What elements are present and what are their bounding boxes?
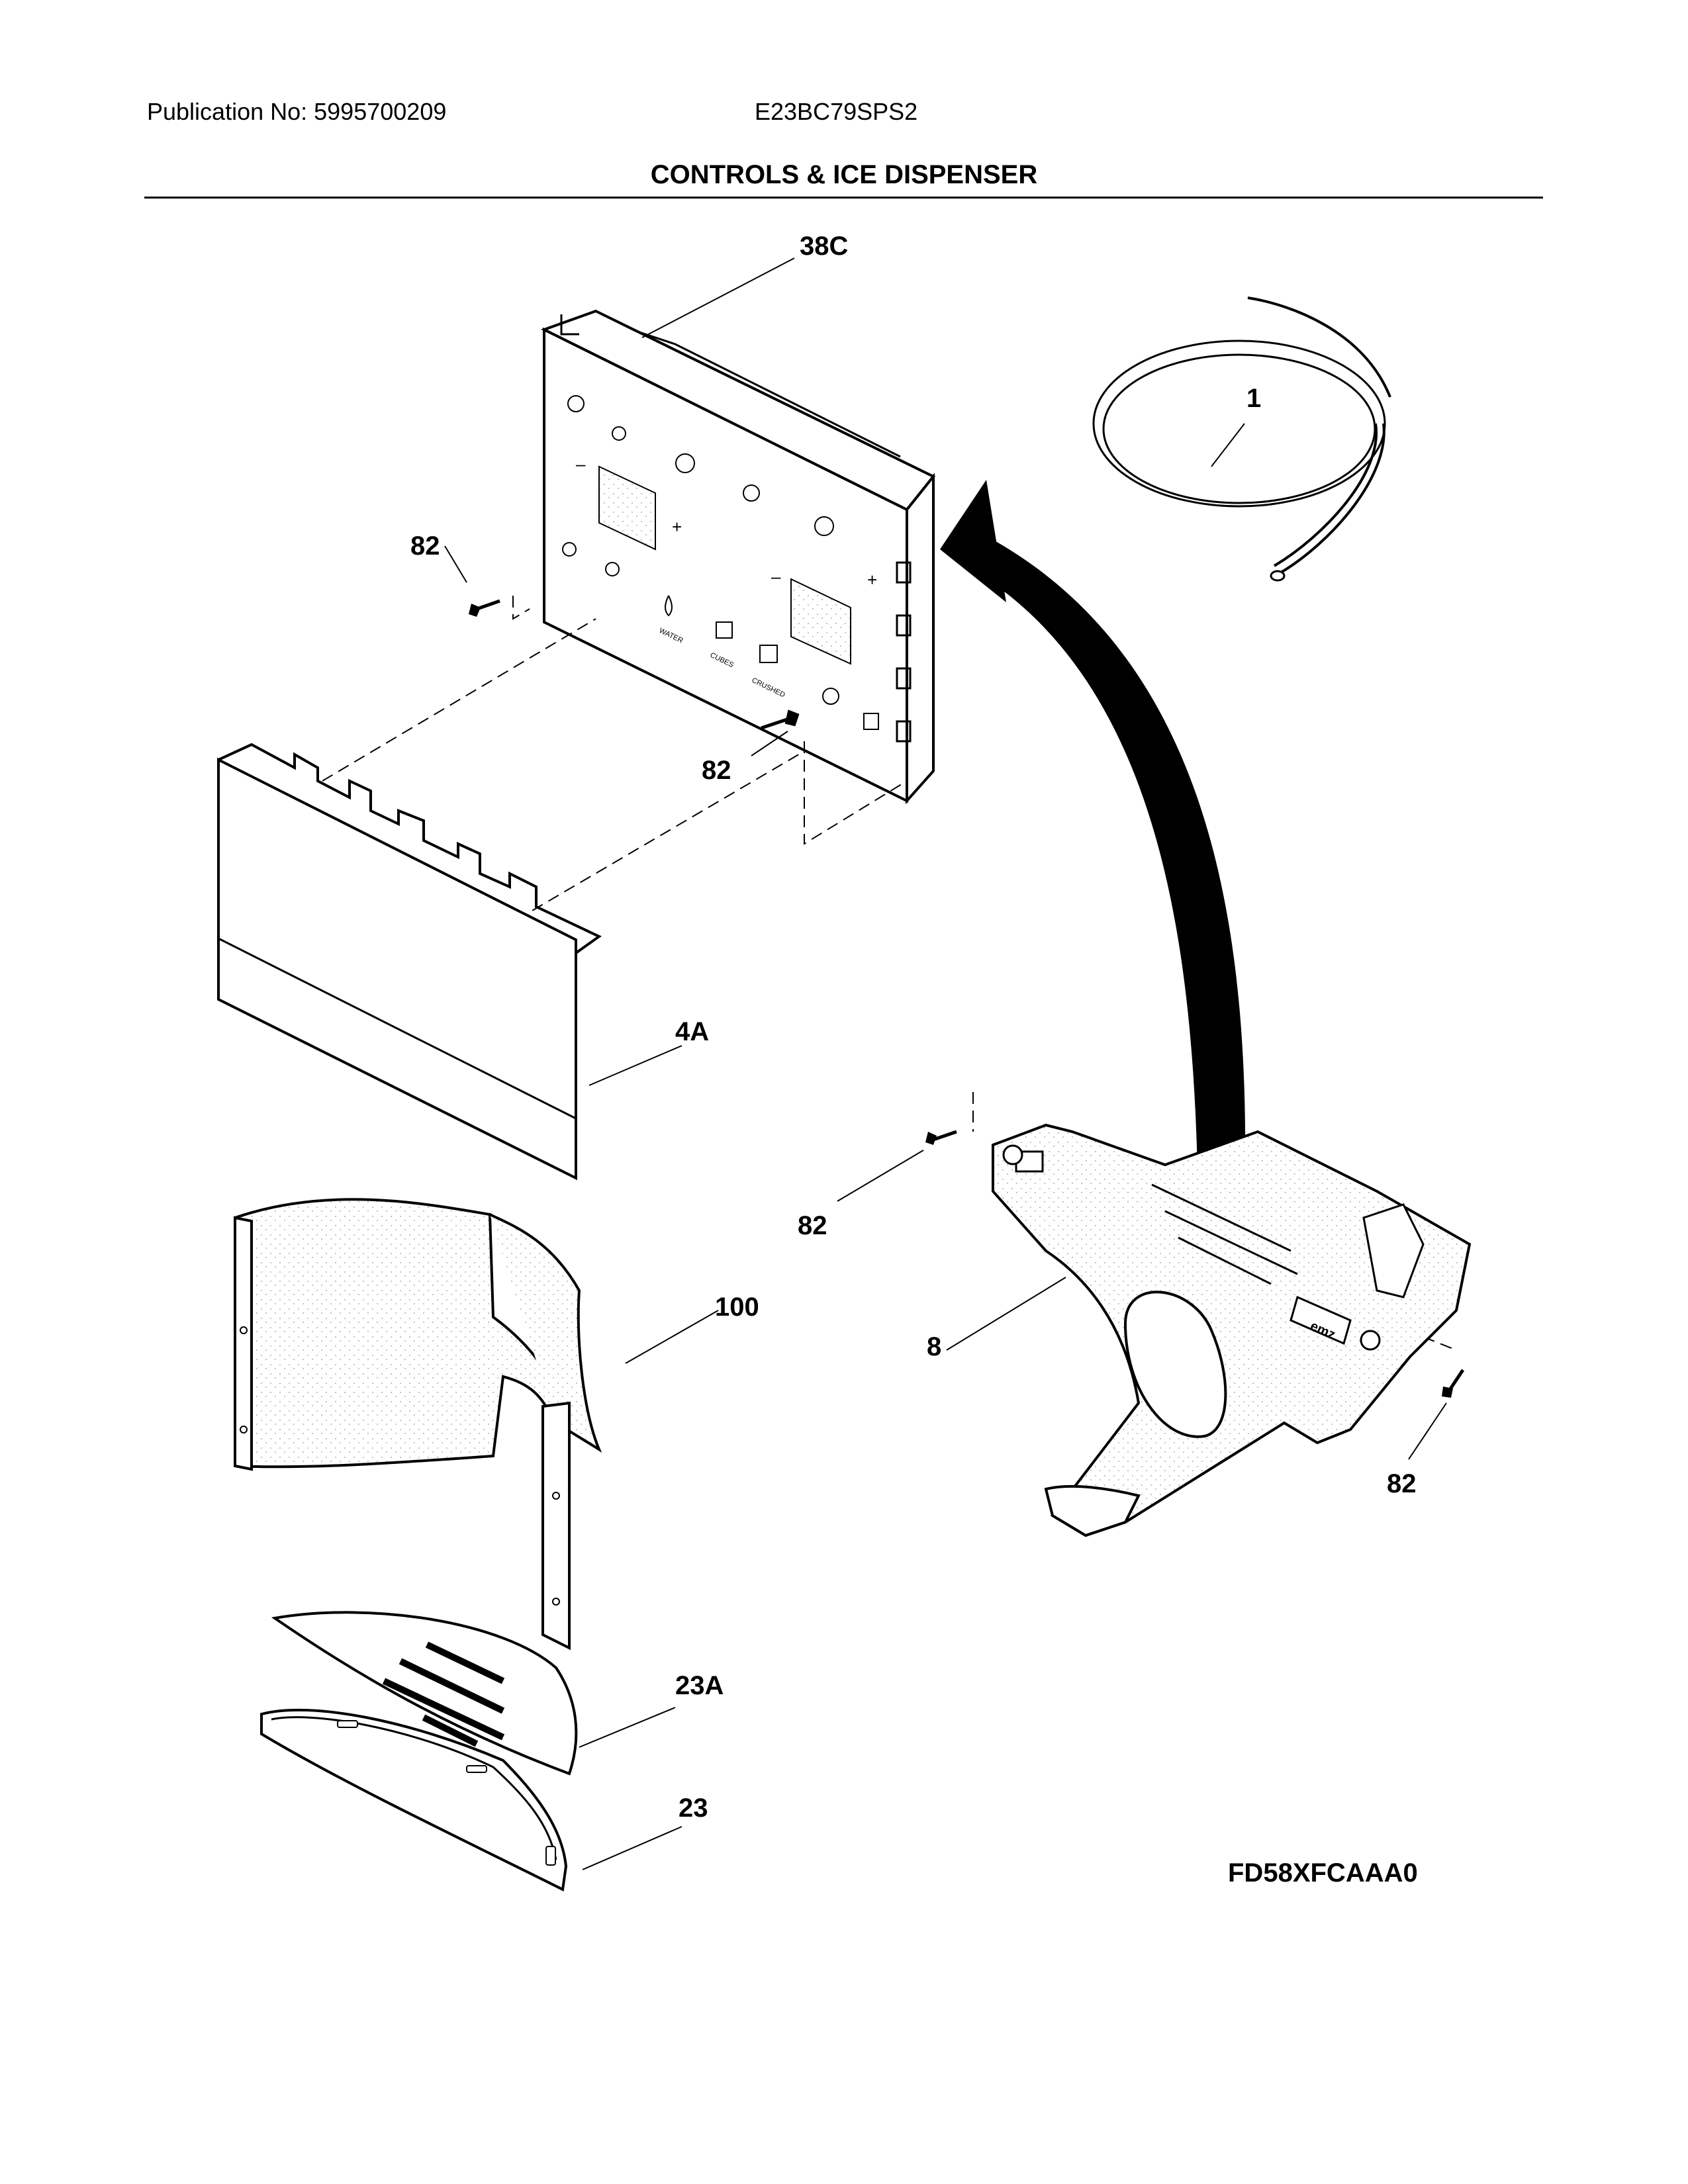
water-tube-1 (1092, 296, 1391, 582)
panel-plus-label: + (672, 517, 682, 537)
callout-82-center: 82 (702, 756, 731, 785)
drip-tray-grille-23a (271, 1611, 578, 1776)
model-number: E23BC79SPS2 (755, 98, 918, 125)
callout-1: 1 (1246, 384, 1261, 413)
page-title: CONTROLS & ICE DISPENSER (650, 160, 1038, 189)
callout-23: 23 (679, 1794, 708, 1823)
callout-4a: 4A (675, 1017, 709, 1046)
callout-38c: 38C (800, 232, 848, 261)
drip-tray-23 (260, 1708, 568, 1892)
callout-82-dispenser-right: 82 (1387, 1469, 1417, 1498)
leader-lines (579, 257, 1447, 1870)
title-rule (144, 197, 1543, 199)
panel-minus-label: – (576, 454, 586, 474)
callout-8: 8 (927, 1332, 941, 1361)
control-board-38c (540, 309, 936, 805)
callout-82-dispenser-left: 82 (798, 1211, 827, 1240)
callout-100: 100 (715, 1293, 759, 1322)
panel-minus-label: – (771, 567, 781, 586)
figure-code: FD58XFCAAA0 (1228, 1858, 1418, 1888)
screw-82-upper-left (444, 545, 500, 617)
callout-82-upper-left: 82 (410, 531, 440, 561)
trim-panel-4a (217, 743, 602, 1181)
chute-shroud-100 (234, 1198, 602, 1651)
callout-labels: 38C 1 82 82 4A 82 100 8 82 23A 23 (410, 232, 1417, 1823)
assembly-arrow (940, 480, 1246, 1205)
callout-23a: 23A (675, 1671, 724, 1700)
screw-82-dispenser-right (1442, 1369, 1465, 1398)
panel-plus-label: + (867, 570, 877, 590)
dispenser-housing-8 (992, 1123, 1472, 1537)
publication-number: Publication No: 5995700209 (147, 98, 447, 125)
screw-82-dispenser-left (925, 1130, 957, 1145)
